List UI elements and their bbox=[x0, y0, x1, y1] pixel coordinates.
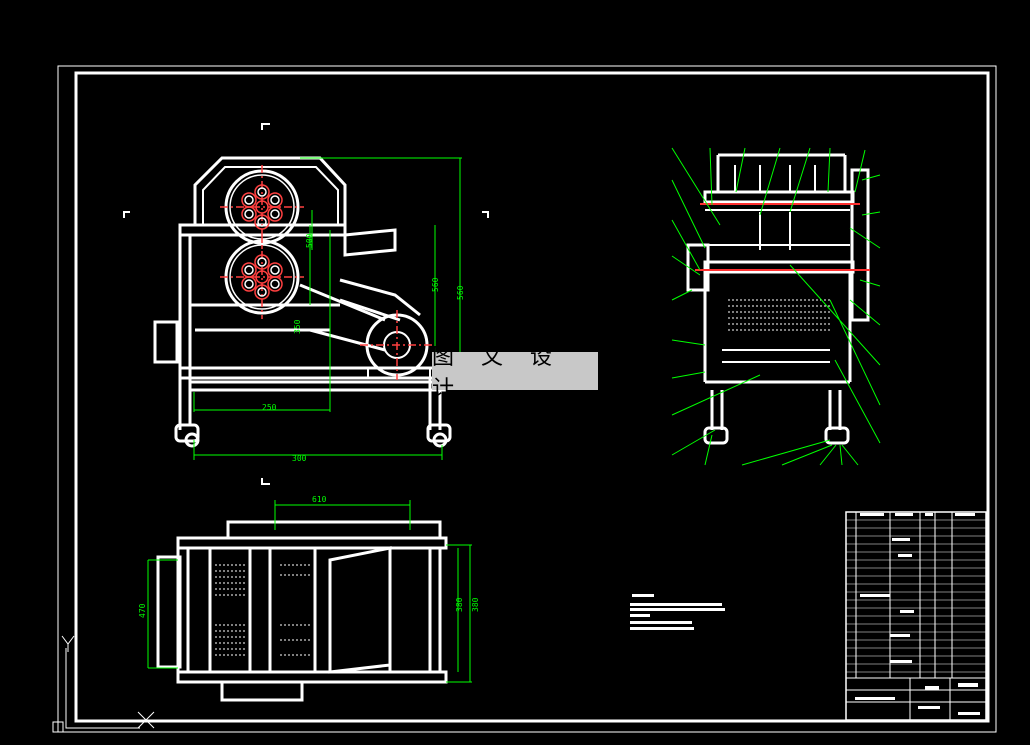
dim-label: 500 bbox=[305, 233, 314, 248]
dim-label: 380 bbox=[471, 597, 480, 612]
dim-label: 560 bbox=[431, 277, 440, 292]
side-view[interactable] bbox=[686, 153, 870, 445]
top-view[interactable] bbox=[156, 520, 448, 702]
top-view-dim-labels: 610 470 380 380 bbox=[138, 495, 480, 618]
dim-label: 250 bbox=[262, 403, 277, 412]
ucs-axis-icon bbox=[52, 635, 140, 733]
dim-label: 470 bbox=[138, 603, 147, 618]
side-view-shafts bbox=[695, 203, 870, 271]
side-view-leaders bbox=[671, 147, 881, 466]
front-view-dimensions bbox=[193, 157, 462, 460]
front-view-rollers-detail bbox=[220, 165, 434, 380]
crosshair-cursor bbox=[137, 711, 155, 729]
dim-label: 560 bbox=[456, 285, 465, 300]
watermark-label: 图 文 设 计 bbox=[432, 345, 598, 402]
top-view-dimensions bbox=[147, 500, 472, 683]
dim-label: 610 bbox=[312, 495, 327, 504]
front-view-dim-labels: 560 560 500 350 250 300 bbox=[262, 233, 465, 463]
drawing-frame bbox=[57, 65, 997, 733]
dim-label: 300 bbox=[292, 454, 307, 463]
technical-notes bbox=[630, 594, 725, 630]
dim-label: 380 bbox=[455, 597, 464, 612]
dim-label: 350 bbox=[293, 319, 302, 334]
title-block-text bbox=[855, 513, 980, 715]
